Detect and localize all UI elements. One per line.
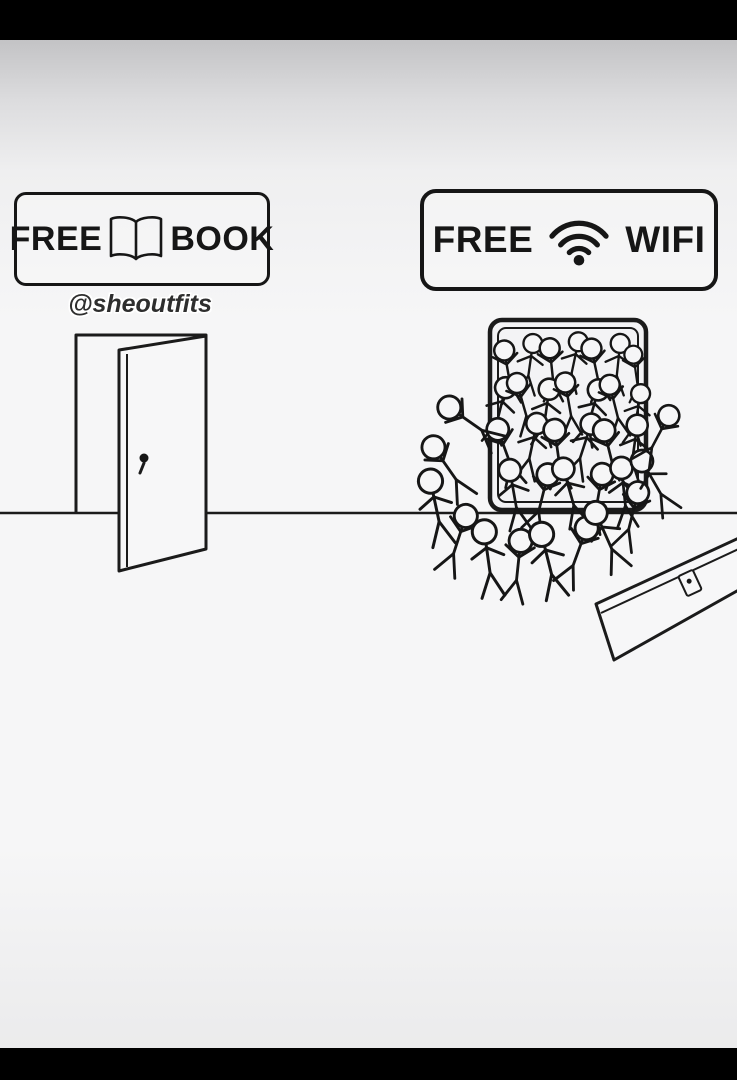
free-wifi-right-word: WIFI: [625, 219, 706, 260]
watermark: @sheoutfits: [68, 290, 212, 318]
bottom-letterbox-bar: [0, 1048, 737, 1080]
free-wifi-sign: FREE WIFI: [420, 189, 718, 291]
open-book-icon: [105, 214, 167, 264]
wifi-icon: [545, 213, 613, 267]
free-wifi-left-word: FREE: [432, 219, 534, 260]
free-book-right-word: BOOK: [170, 219, 275, 258]
free-book-left-word: FREE: [9, 219, 103, 258]
top-letterbox-bar: [0, 0, 737, 40]
free-book-sign: FREE BOOK: [10, 192, 274, 286]
